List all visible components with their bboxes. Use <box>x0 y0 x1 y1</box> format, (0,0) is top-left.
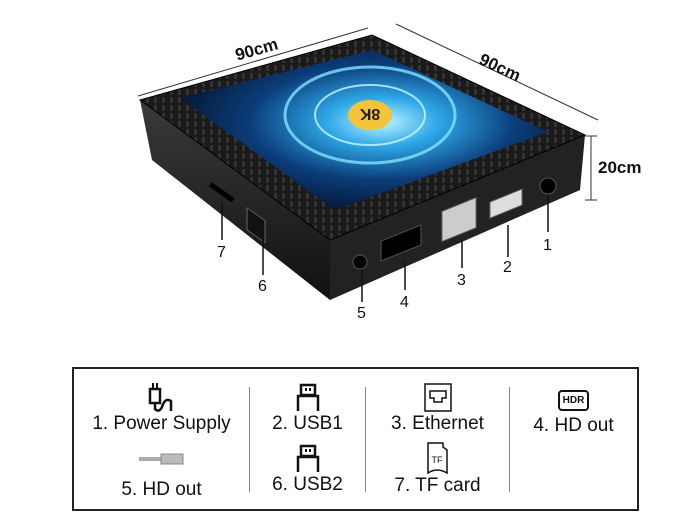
port-legend: 1. Power Supply 2. USB1 3. Ethernet HDR … <box>72 367 639 511</box>
usb-icon <box>296 383 319 411</box>
legend-ethernet: 3. Ethernet <box>366 383 509 435</box>
callout-7: 7 <box>217 244 226 261</box>
legend-label: 2. USB1 <box>272 413 343 434</box>
legend-audio-out: 5. HD out <box>74 449 249 501</box>
screen-badge: 8K <box>359 105 380 122</box>
legend-label: 6. USB2 <box>272 474 343 495</box>
callout-6: 6 <box>258 278 267 295</box>
legend-usb1: 2. USB1 <box>250 383 365 435</box>
legend-label: 5. HD out <box>121 479 202 500</box>
callout-4: 4 <box>400 294 409 311</box>
legend-label: 1. Power Supply <box>92 413 231 434</box>
legend-hd-out: HDR 4. HD out <box>510 387 637 437</box>
callout-2: 2 <box>503 259 512 276</box>
tf-card-icon: TF <box>426 442 448 475</box>
legend-label: 3. Ethernet <box>391 413 484 434</box>
legend-label: 7. TF card <box>394 475 481 496</box>
svg-text:TF: TF <box>431 455 442 465</box>
power-plug-icon <box>148 383 172 412</box>
legend-power-supply: 1. Power Supply <box>74 383 249 435</box>
legend-usb2: 6. USB2 <box>250 444 365 496</box>
usb-icon <box>296 444 319 472</box>
hdr-icon: HDR <box>557 390 590 411</box>
legend-tf-card: TF 7. TF card <box>366 441 509 497</box>
audio-jack-icon <box>138 453 183 465</box>
legend-label: 4. HD out <box>533 415 614 436</box>
top-screen <box>180 50 548 210</box>
height-dimension: 20cm <box>598 158 642 177</box>
ethernet-icon <box>423 383 452 412</box>
callout-5: 5 <box>357 305 366 322</box>
tv-box-illustration: 8K <box>137 23 599 302</box>
callout-1: 1 <box>543 237 552 254</box>
callout-3: 3 <box>457 272 466 289</box>
